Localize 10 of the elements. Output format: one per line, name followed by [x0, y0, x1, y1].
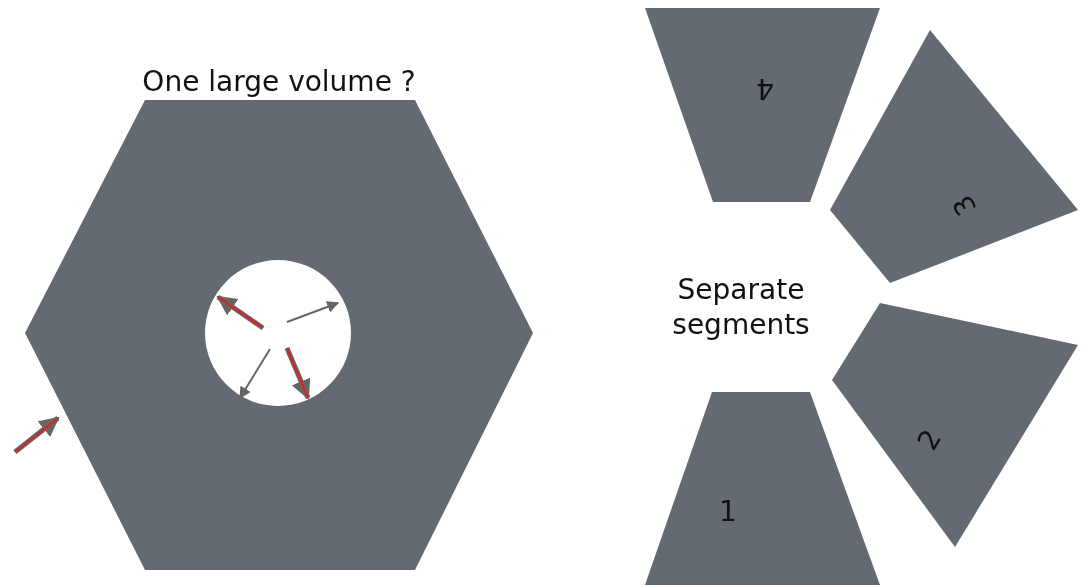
segment-number: 2	[913, 425, 947, 455]
segment-shape	[832, 303, 1078, 547]
segment-shape	[830, 30, 1078, 283]
segment-shape	[645, 392, 880, 586]
caption-text: Separate segments	[671, 272, 811, 342]
segment-number: 1	[719, 498, 737, 526]
segment-number: 4	[756, 74, 774, 102]
segment-number: 3	[948, 190, 982, 220]
segment-shape	[645, 8, 880, 202]
heading: One large volume ?	[142, 68, 416, 96]
